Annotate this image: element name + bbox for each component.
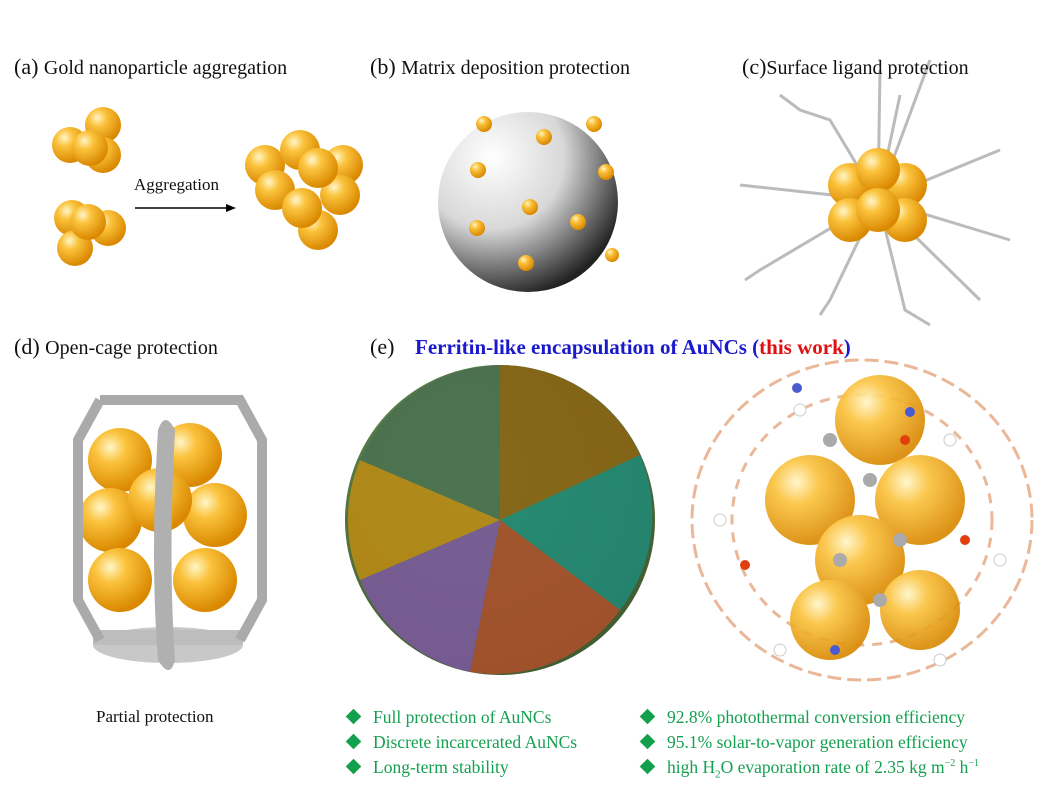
open-cage	[73, 395, 267, 670]
text-part: high H	[667, 757, 716, 777]
diamond-icon	[345, 708, 362, 725]
diamond-icon	[639, 758, 656, 775]
bullet-item: Full protection of AuNCs	[345, 707, 552, 728]
panel-d-heading: (d) Open-cage protection	[14, 334, 218, 360]
bullet-text: Full protection of AuNCs	[373, 707, 552, 727]
diamond-icon	[345, 758, 362, 775]
bullet-text: 95.1% solar-to-vapor generation efficien…	[667, 732, 968, 752]
panel-c-title: Surface ligand protection	[766, 57, 969, 79]
panel-e-label: (e)	[370, 334, 395, 359]
bullet-item: Long-term stability	[345, 757, 509, 778]
panel-a-title: Gold nanoparticle aggregation	[43, 57, 288, 79]
panel-b-title: Matrix deposition protection	[401, 57, 631, 79]
matrix-sphere	[438, 112, 619, 292]
diamond-icon	[639, 708, 656, 725]
subscript: 2	[715, 768, 721, 781]
panel-d-title: Open-cage protection	[45, 337, 218, 359]
panel-e-title-highlight: this work	[759, 335, 844, 359]
panel-b-heading: (b) Matrix deposition protection	[370, 54, 630, 80]
bullet-item: high H2O evaporation rate of 2.35 kg m−2…	[639, 757, 980, 781]
bullet-text: high H2O evaporation rate of 2.35 kg m−2…	[667, 757, 980, 781]
panel-c-label: (c)	[742, 54, 767, 79]
gold-cluster-top	[52, 107, 121, 173]
superscript: −1	[968, 758, 980, 770]
gold-cluster-bottom	[54, 200, 126, 266]
panel-a-heading: (a) Gold nanoparticle aggregation	[14, 54, 287, 80]
panel-e-title-end: )	[843, 335, 851, 359]
panel-d-label: (d)	[14, 334, 40, 359]
text-part: O evaporation rate of 2.35 kg m	[720, 757, 945, 777]
superscript: −2	[944, 758, 956, 770]
gold-cluster-ligand	[828, 148, 927, 242]
panel-b-label: (b)	[370, 54, 396, 79]
ferritin-protein-surface	[345, 365, 655, 675]
gold-aggregate	[245, 130, 363, 250]
bullet-text: Long-term stability	[373, 757, 509, 777]
panel-a-label: (a)	[14, 54, 39, 79]
partial-protection-caption: Partial protection	[96, 707, 214, 726]
panel-e-title-main: Ferritin-like encapsulation of AuNCs (	[415, 335, 760, 359]
aggregation-arrow	[135, 204, 236, 212]
bullet-text: 92.8% photothermal conversion efficiency	[667, 707, 966, 727]
panel-e-title: Ferritin-like encapsulation of AuNCs (th…	[415, 335, 851, 360]
bullet-item: Discrete incarcerated AuNCs	[345, 732, 578, 753]
bullet-item: 92.8% photothermal conversion efficiency	[639, 707, 966, 728]
text-part: h	[955, 757, 969, 777]
diamond-icon	[345, 733, 362, 750]
encapsulated-aunc-model	[690, 358, 1034, 682]
bullet-item: 95.1% solar-to-vapor generation efficien…	[639, 732, 968, 753]
panel-c-heading: (c)Surface ligand protection	[742, 54, 969, 80]
bullet-text: Discrete incarcerated AuNCs	[373, 732, 578, 752]
diamond-icon	[639, 733, 656, 750]
aggregation-label: Aggregation	[134, 175, 219, 194]
